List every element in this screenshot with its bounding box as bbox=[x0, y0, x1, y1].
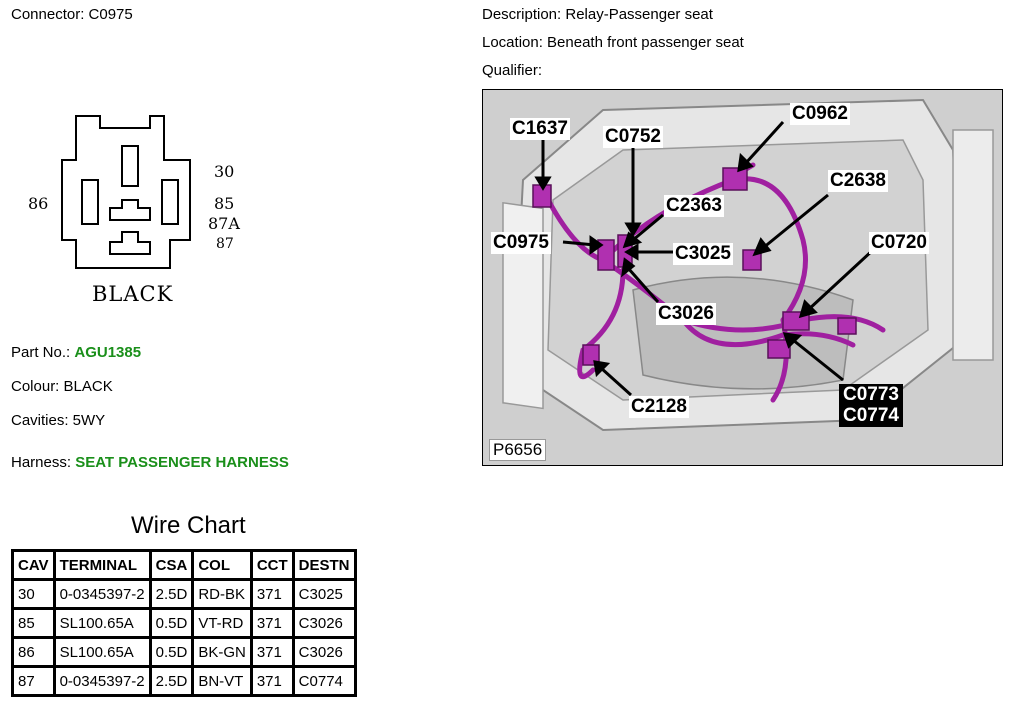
callout-c2638: C2638 bbox=[828, 170, 888, 192]
callout-c0774: C0774 bbox=[839, 405, 903, 427]
cell-terminal: SL100.65A bbox=[52, 636, 152, 668]
col-terminal: TERMINAL bbox=[52, 549, 152, 581]
cell-col: BK-GN bbox=[191, 636, 253, 668]
connector-face-drawing: 30 86 85 87A 87 BLACK bbox=[20, 108, 260, 308]
table-row: 30 0-0345397-2 2.5D RD-BK 371 C3025 bbox=[11, 578, 357, 610]
cell-cct: 371 bbox=[249, 578, 295, 610]
figure-id: P6656 bbox=[489, 439, 547, 461]
cell-terminal: 0-0345397-2 bbox=[52, 578, 152, 610]
colour: Colour: BLACK bbox=[11, 378, 113, 395]
cell-col: VT-RD bbox=[191, 607, 253, 639]
col-destn: DESTN bbox=[291, 549, 357, 581]
callout-c0720: C0720 bbox=[869, 232, 929, 254]
cell-csa: 0.5D bbox=[148, 607, 195, 639]
callout-c0962: C0962 bbox=[790, 103, 850, 125]
cell-csa: 0.5D bbox=[148, 636, 195, 668]
part-number-link[interactable]: AGU1385 bbox=[74, 344, 142, 361]
wire-chart-table: CAV TERMINAL CSA COL CCT DESTN 30 0-0345… bbox=[11, 549, 357, 697]
harness-link[interactable]: SEAT PASSENGER HARNESS bbox=[75, 454, 289, 471]
cell-col: BN-VT bbox=[191, 665, 253, 697]
cell-cct: 371 bbox=[249, 636, 295, 668]
col-cav: CAV bbox=[11, 549, 56, 581]
wire-chart-title: Wire Chart bbox=[131, 512, 246, 539]
cell-cav: 85 bbox=[11, 607, 56, 639]
col-csa: CSA bbox=[148, 549, 195, 581]
pin-label-87: 87 bbox=[216, 236, 234, 252]
cell-cct: 371 bbox=[249, 607, 295, 639]
table-row: 86 SL100.65A 0.5D BK-GN 371 C3026 bbox=[11, 636, 357, 668]
callout-c0975: C0975 bbox=[491, 232, 551, 254]
cell-csa: 2.5D bbox=[148, 665, 195, 697]
connector-id: Connector: C0975 bbox=[11, 6, 133, 23]
cavities: Cavities: 5WY bbox=[11, 412, 106, 429]
pin-label-85: 85 bbox=[214, 194, 235, 213]
table-row: 87 0-0345397-2 2.5D BN-VT 371 C0774 bbox=[11, 665, 357, 697]
callout-c0773: C0773 bbox=[839, 384, 903, 406]
table-row: 85 SL100.65A 0.5D VT-RD 371 C3026 bbox=[11, 607, 357, 639]
description: Description: Relay-Passenger seat bbox=[482, 6, 713, 23]
callout-c0752: C0752 bbox=[603, 126, 663, 148]
pin-label-30: 30 bbox=[214, 162, 235, 181]
table-header-row: CAV TERMINAL CSA COL CCT DESTN bbox=[11, 549, 357, 581]
cell-destn: C3026 bbox=[291, 607, 357, 639]
callout-c3025: C3025 bbox=[673, 243, 733, 265]
cell-terminal: 0-0345397-2 bbox=[52, 665, 152, 697]
callout-c2128: C2128 bbox=[629, 396, 689, 418]
cell-cav: 86 bbox=[11, 636, 56, 668]
cell-terminal: SL100.65A bbox=[52, 607, 152, 639]
harness-label: Harness: bbox=[11, 454, 76, 471]
qualifier: Qualifier: bbox=[482, 62, 543, 79]
connector-color-text: BLACK bbox=[92, 282, 174, 306]
col-col: COL bbox=[191, 549, 253, 581]
cell-cav: 87 bbox=[11, 665, 56, 697]
callout-c2363: C2363 bbox=[664, 195, 724, 217]
location: Location: Beneath front passenger seat bbox=[482, 34, 744, 51]
seat-illustration-icon bbox=[483, 90, 1002, 465]
pin-label-86: 86 bbox=[28, 194, 49, 213]
cell-destn: C0774 bbox=[291, 665, 357, 697]
cell-col: RD-BK bbox=[191, 578, 253, 610]
cell-destn: C3026 bbox=[291, 636, 357, 668]
col-cct: CCT bbox=[249, 549, 295, 581]
cell-csa: 2.5D bbox=[148, 578, 195, 610]
callout-c1637: C1637 bbox=[510, 118, 570, 140]
part-number-label: Part No.: bbox=[11, 344, 75, 361]
part-number: Part No.: AGU1385 bbox=[11, 344, 141, 362]
cell-cav: 30 bbox=[11, 578, 56, 610]
location-photo: C1637 C0752 C0962 C2638 C2363 C0975 C302… bbox=[482, 89, 1003, 466]
harness: Harness: SEAT PASSENGER HARNESS bbox=[11, 454, 289, 472]
cell-destn: C3025 bbox=[291, 578, 357, 610]
cell-cct: 371 bbox=[249, 665, 295, 697]
connector-outline-icon bbox=[61, 115, 191, 269]
pin-label-87a: 87A bbox=[208, 214, 240, 233]
callout-c3026: C3026 bbox=[656, 303, 716, 325]
